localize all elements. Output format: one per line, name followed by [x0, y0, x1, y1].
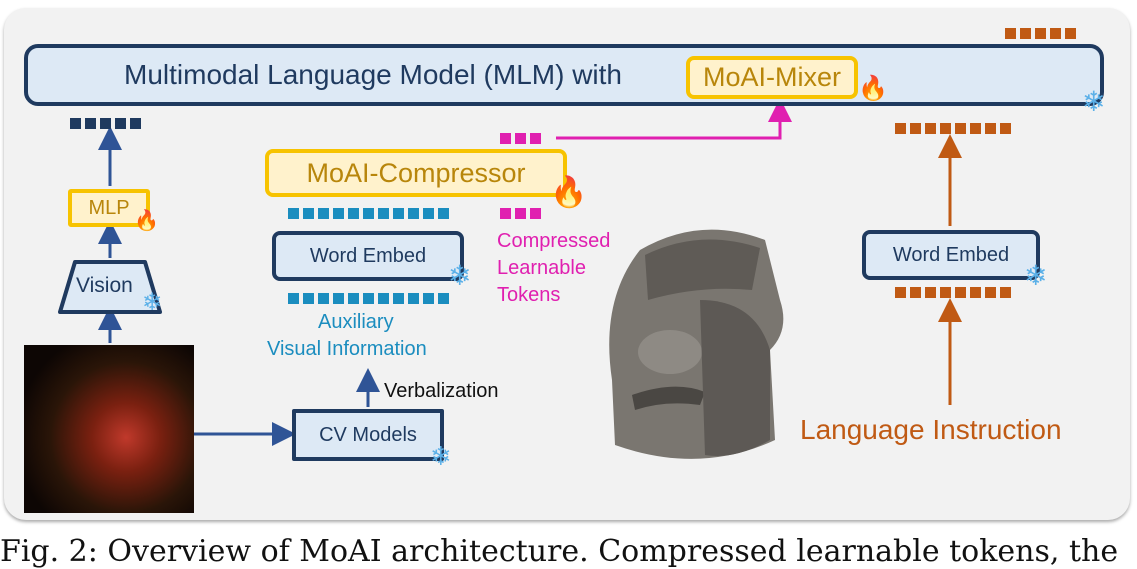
snowflake-icon: ❄	[1082, 85, 1106, 118]
cv-models-label: CV Models	[319, 423, 417, 446]
moai-compressor-label: MoAI-Compressor	[306, 157, 526, 188]
moai-compressor-box: MoAI-Compressor	[265, 149, 567, 197]
snowflake-icon: ❄	[430, 442, 452, 472]
moai-mixer-label: MoAI-Mixer	[702, 62, 841, 92]
word-embed-right-label: Word Embed	[892, 243, 1010, 266]
word-embed-left-label: Word Embed	[309, 244, 427, 267]
language-instruction-label: Language Instruction	[800, 414, 1062, 445]
aux-tokens-top	[288, 208, 449, 219]
compressed-label-1: Compressed	[497, 230, 611, 252]
language-tokens-lower	[895, 287, 1011, 298]
snowflake-icon: ❄	[142, 288, 163, 316]
compressed-label-2: Learnable	[497, 257, 586, 279]
fire-icon: 🔥	[858, 74, 888, 102]
word-embed-right-box: Word Embed	[862, 230, 1040, 280]
compressed-tokens-input	[500, 208, 541, 219]
arrow-compressed-to-mixer	[556, 98, 792, 140]
compressed-tokens-output	[500, 133, 541, 144]
moai-statue-icon	[609, 229, 784, 459]
compressed-label-3: Tokens	[497, 284, 561, 306]
verbalization-label: Verbalization	[384, 380, 499, 402]
aux-label-2: Visual Information	[267, 338, 427, 360]
vision-encoder-shape	[58, 260, 162, 314]
mlp-box: MLP	[68, 189, 150, 227]
snowflake-icon: ❄	[1024, 259, 1048, 292]
aux-label-1: Auxiliary	[318, 311, 394, 333]
mlm-box: Multimodal Language Model (MLM) with	[24, 44, 1104, 106]
mlp-label: MLP	[88, 196, 130, 219]
fire-icon: 🔥	[134, 208, 159, 232]
visual-tokens	[70, 118, 141, 129]
word-embed-left-box: Word Embed	[272, 231, 464, 281]
input-image	[24, 345, 194, 513]
vision-label: Vision	[76, 274, 133, 297]
moai-mixer-box: MoAI-Mixer	[686, 56, 858, 99]
mlm-title: Multimodal Language Model (MLM) with	[124, 59, 622, 90]
cv-models-box: CV Models	[292, 409, 444, 461]
snowflake-icon: ❄	[448, 259, 472, 292]
arrows	[98, 98, 962, 446]
fire-icon: 🔥	[550, 175, 588, 210]
aux-tokens-bottom	[288, 293, 449, 304]
language-tokens-top	[1005, 28, 1076, 39]
language-tokens-upper	[895, 123, 1011, 134]
